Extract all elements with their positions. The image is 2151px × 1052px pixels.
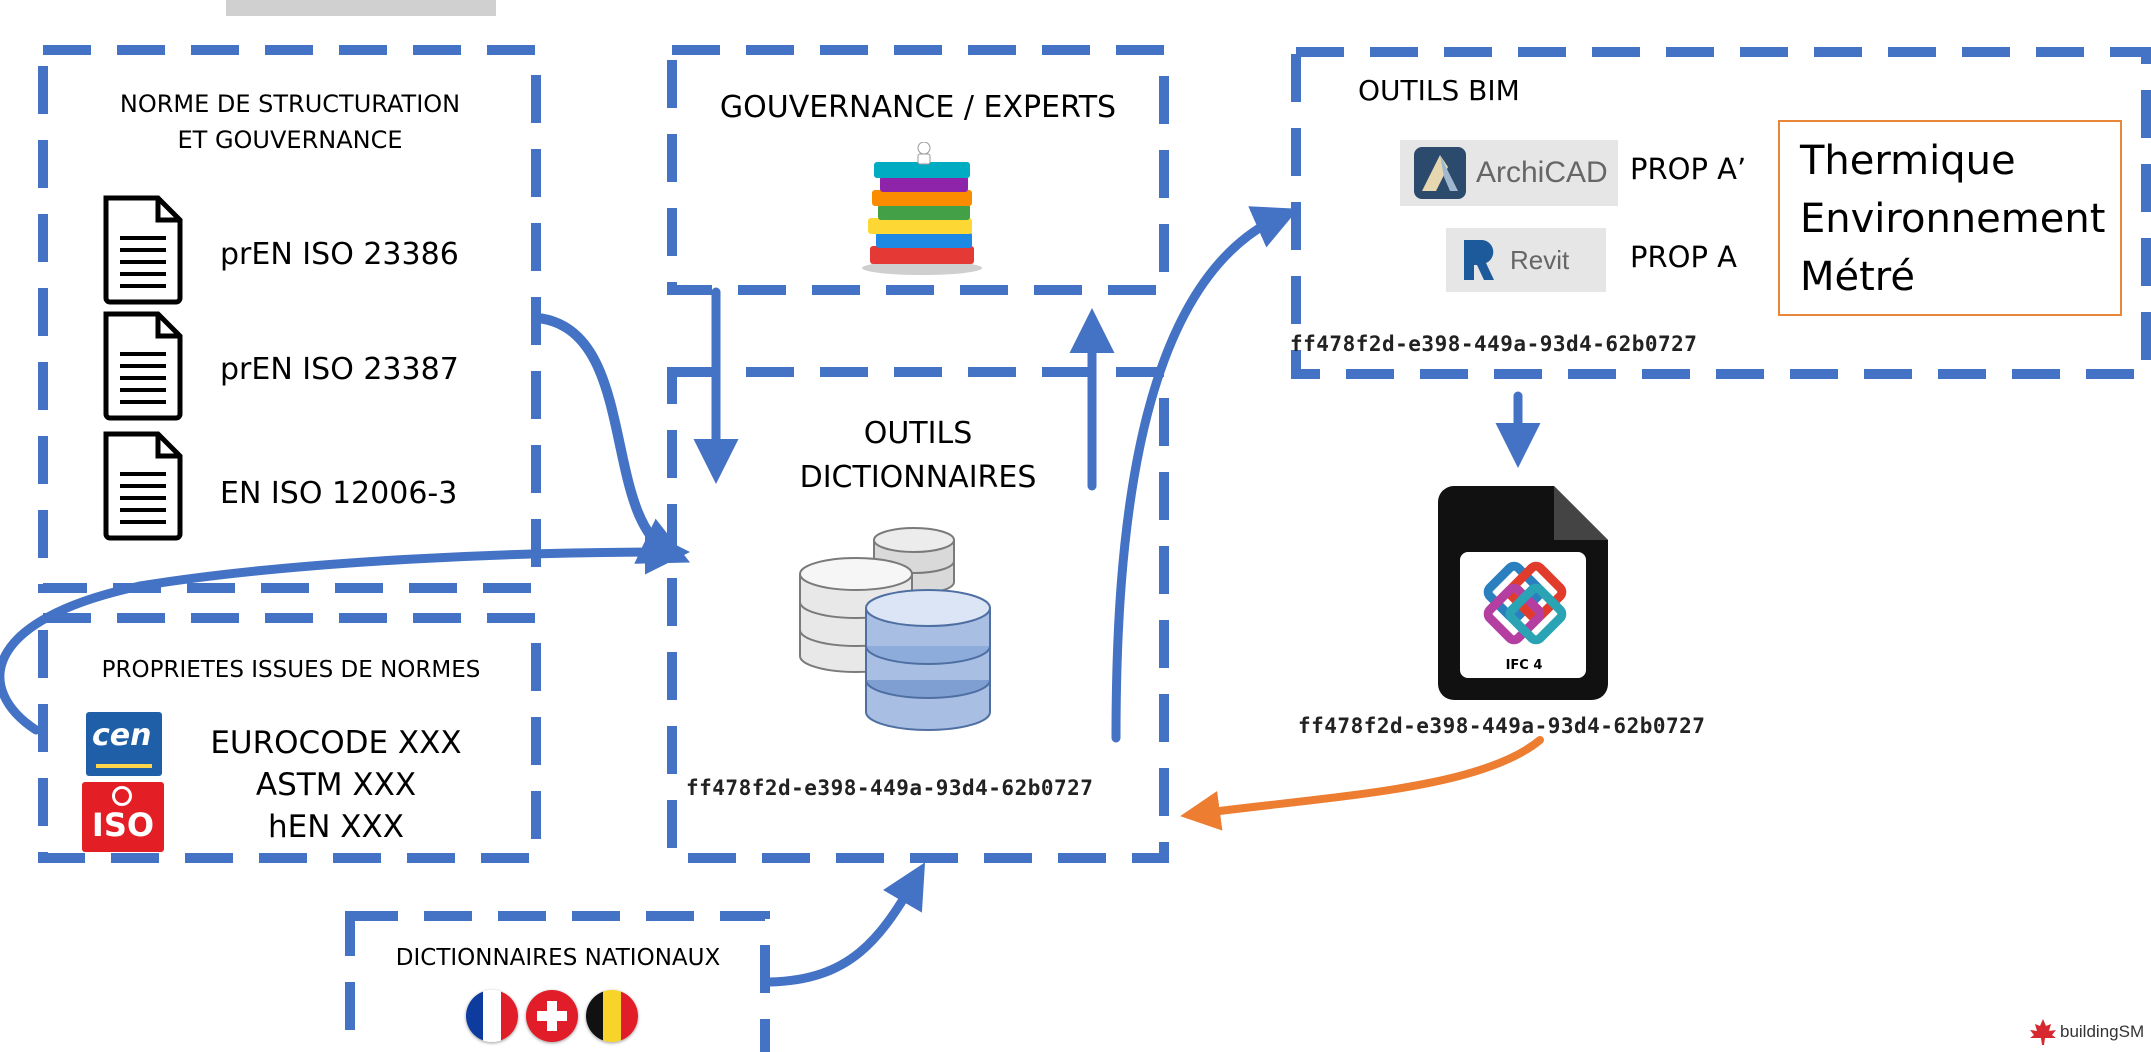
switzerland-flag [526, 990, 578, 1042]
norme-title: NORME DE STRUCTURATION ET GOUVERNANCE [90, 86, 490, 158]
archicad-logo: ArchiCAD [1400, 140, 1618, 206]
dictionnaires-nationaux-box [345, 911, 770, 1052]
cen-logo-text: cen [92, 718, 152, 753]
database-icon [799, 527, 991, 731]
archicad-prop: PROP A’ [1630, 152, 1747, 186]
maple-leaf-icon [2030, 1019, 2056, 1045]
outils-dict-title-line1: OUTILS [863, 416, 973, 451]
proprietes-item-astm: ASTM XXX [255, 767, 417, 803]
buildingsmart-logo: buildingSM [2028, 1018, 2144, 1046]
gouvernance-box [667, 45, 1169, 295]
revit-prop: PROP A [1630, 240, 1738, 274]
iso-globe-icon [112, 786, 132, 806]
ifc-label: IFC 4 [1505, 658, 1543, 673]
arrow-national-to-dict [765, 862, 926, 987]
outils-dict-box [667, 367, 1169, 863]
norme-doc-2: prEN ISO 23387 [220, 352, 459, 387]
document-icon [103, 311, 183, 421]
norme-doc-1: prEN ISO 23386 [220, 237, 459, 272]
document-icon [103, 195, 183, 305]
ifc-file-icon [1438, 486, 1608, 700]
outils-bim-title: OUTILS BIM [1358, 74, 1520, 107]
books-stack-image [862, 142, 982, 275]
buildingsmart-text: buildingSM [2060, 1022, 2145, 1041]
proprietes-items: EUROCODE XXX ASTM XXX hEN XXX [196, 722, 476, 848]
outils-dict-guid: ff478f2d-e398-449a-93d4-62b0727 [686, 776, 1094, 800]
norme-title-line2: ET GOUVERNANCE [177, 126, 403, 154]
outils-bim-guid: ff478f2d-e398-449a-93d4-62b0727 [1290, 332, 1698, 356]
proprietes-item-hen: hEN XXX [268, 809, 404, 845]
property-environnement: Environnement [1800, 196, 2106, 242]
norme-title-line1: NORME DE STRUCTURATION [119, 90, 461, 118]
arrow-dict-to-bim [1111, 206, 1299, 743]
revit-logo: Revit [1446, 228, 1606, 292]
revit-icon [1464, 240, 1494, 280]
arrow-proprietes-to-dict [0, 529, 690, 735]
revit-logo-text: Revit [1510, 244, 1570, 275]
proprietes-item-eurocode: EUROCODE XXX [210, 725, 462, 761]
arrow-ifc-to-dict [1180, 736, 1544, 831]
document-icon [103, 431, 183, 541]
outils-dict-title-line2: DICTIONNAIRES [799, 460, 1037, 495]
archicad-logo-text: ArchiCAD [1476, 156, 1608, 189]
property-metre: Métré [1800, 254, 1915, 300]
iso-logo-text: ISO [91, 806, 155, 844]
norme-doc-3: EN ISO 12006-3 [220, 476, 458, 511]
outils-dict-title: OUTILS DICTIONNAIRES [690, 412, 1146, 500]
archicad-icon [1414, 147, 1466, 199]
iso-logo: ISO [82, 782, 164, 852]
top-gray-bar [226, 0, 496, 16]
dictionnaires-nationaux-title: DICTIONNAIRES NATIONAUX [395, 945, 721, 971]
belgium-flag [586, 990, 638, 1042]
proprietes-title: PROPRIETES ISSUES DE NORMES [101, 657, 481, 683]
property-thermique: Thermique [1800, 138, 2016, 184]
arrow-norme-to-dict [533, 313, 691, 564]
gouvernance-title: GOUVERNANCE / EXPERTS [719, 90, 1117, 125]
proprietes-box [38, 613, 541, 863]
france-flag [466, 990, 518, 1042]
cen-logo: cen [86, 712, 162, 776]
cen-logo-stars [96, 764, 152, 768]
properties-box: Thermique Environnement Métré [1778, 120, 2122, 316]
ifc-guid: ff478f2d-e398-449a-93d4-62b0727 [1298, 714, 1706, 738]
